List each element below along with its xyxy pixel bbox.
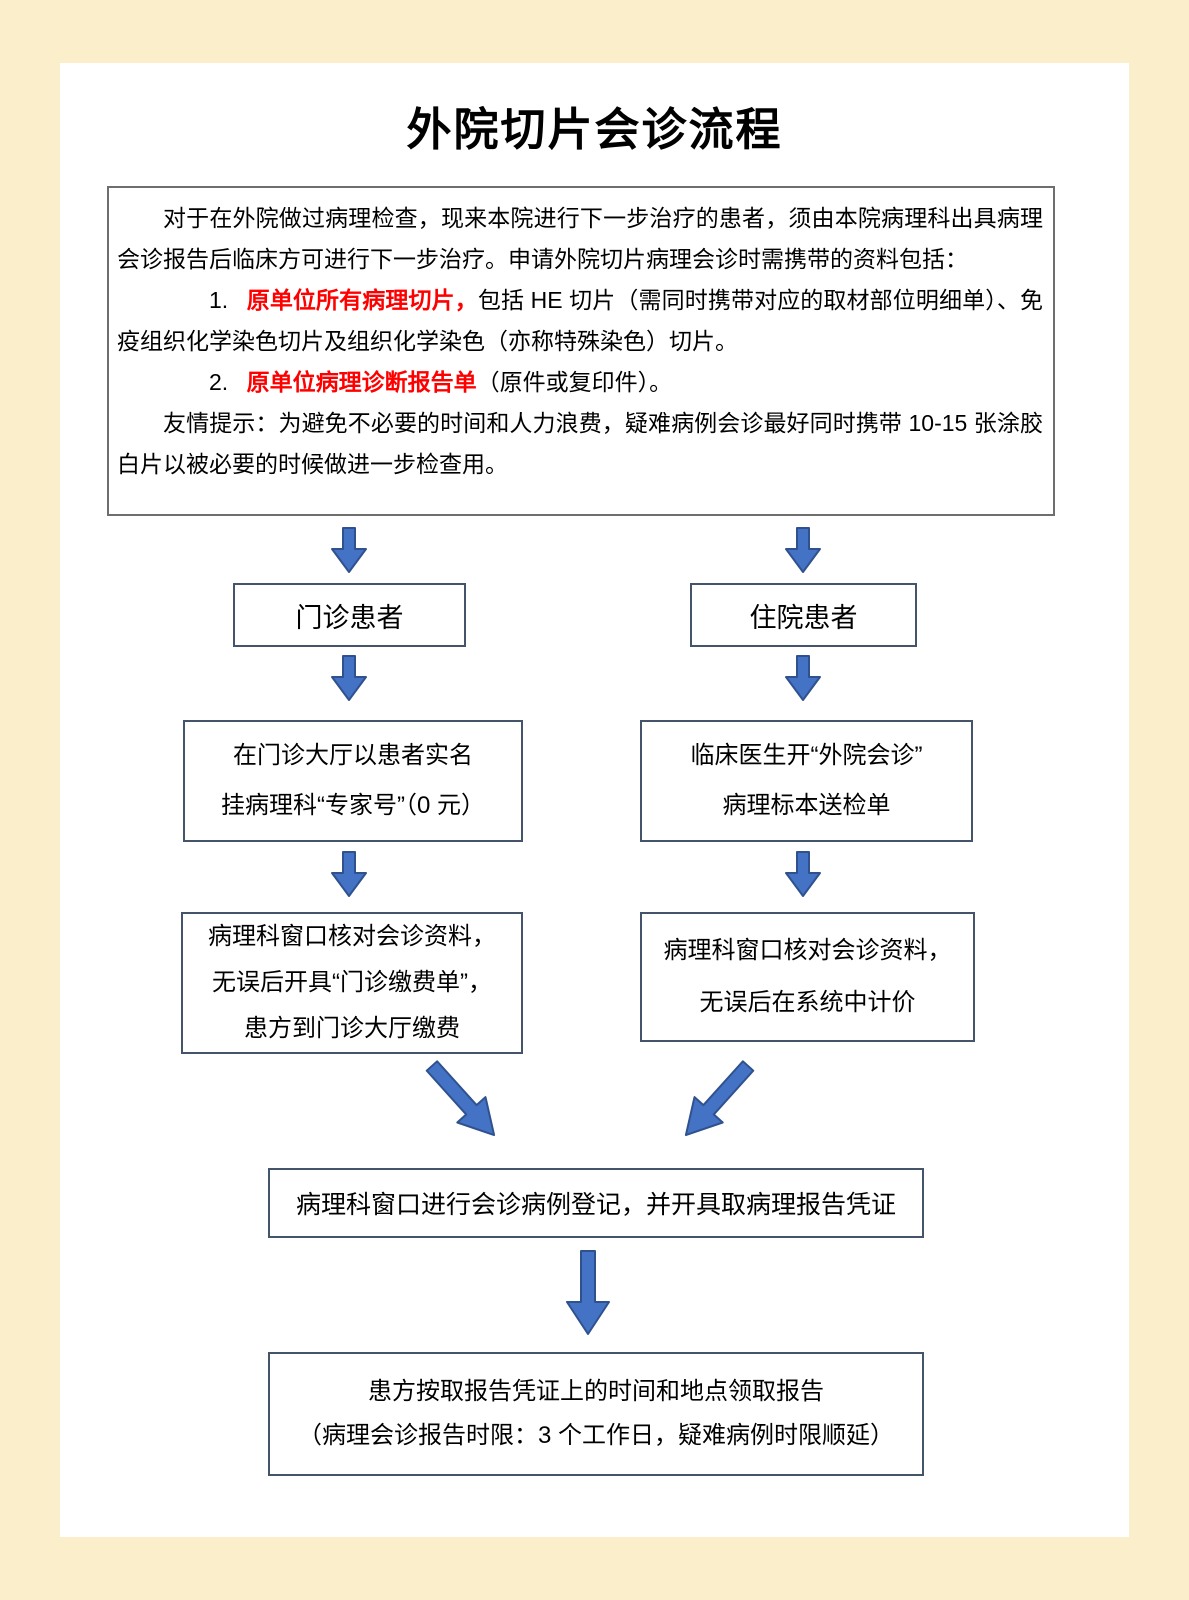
- notice-tip: 友情提示：为避免不必要的时间和人力浪费，疑难病例会诊最好同时携带 10-15 张…: [117, 410, 1043, 477]
- result-line1: 患方按取报告凭证上的时间和地点领取报告: [368, 1378, 824, 1405]
- down-arrow-icon: [331, 655, 367, 701]
- flow-box-inpatient-step1: 临床医生开“外院会诊” 病理标本送检单: [640, 720, 973, 842]
- notice-item-1: 1. 原单位所有病理切片，包括 HE 切片（需同时携带对应的取材部位明细单）、免疫…: [117, 280, 1043, 362]
- down-arrow-icon: [566, 1250, 610, 1335]
- outpatient-step2-line2: 无误后开具“门诊缴费单”，: [212, 969, 492, 996]
- inpatient-entry-label: 住院患者: [749, 602, 858, 633]
- inpatient-step1-line2: 病理标本送检单: [722, 792, 891, 819]
- item-1-number: 1.: [209, 287, 229, 313]
- flow-box-outpatient-step2: 病理科窗口核对会诊资料， 无误后开具“门诊缴费单”， 患方到门诊大厅缴费: [181, 912, 523, 1054]
- item-2-highlight: 原单位病理诊断报告单: [246, 369, 477, 395]
- down-arrow-icon: [785, 851, 821, 897]
- flow-box-outpatient-entry: 门诊患者: [233, 583, 466, 647]
- outpatient-step2-line1: 病理科窗口核对会诊资料，: [208, 923, 496, 950]
- inpatient-step2-line2: 无误后在系统中计价: [699, 989, 916, 1016]
- inpatient-step2-line1: 病理科窗口核对会诊资料，: [663, 937, 952, 964]
- outpatient-step1-line2: 挂病理科“专家号”（0 元）: [221, 792, 485, 819]
- flow-box-inpatient-entry: 住院患者: [690, 583, 917, 647]
- outpatient-entry-label: 门诊患者: [295, 602, 404, 633]
- diagonal-arrow-down-left-icon: [670, 1052, 763, 1149]
- content-panel: 外院切片会诊流程 对于在外院做过病理检查，现来本院进行下一步治疗的患者，须由本院…: [60, 63, 1129, 1537]
- flow-box-result: 患方按取报告凭证上的时间和地点领取报告 （病理会诊报告时限：3 个工作日，疑难病…: [268, 1352, 924, 1476]
- item-2-number: 2.: [209, 369, 229, 395]
- down-arrow-icon: [785, 655, 821, 701]
- item-2-rest: （原件或复印件）。: [476, 369, 673, 395]
- down-arrow-icon: [331, 527, 367, 573]
- register-label: 病理科窗口进行会诊病例登记，并开具取病理报告凭证: [295, 1191, 896, 1219]
- outpatient-step1-line1: 在门诊大厅以患者实名: [233, 742, 473, 769]
- inpatient-step1-line1: 临床医生开“外院会诊”: [690, 742, 923, 769]
- item-1-rest: 包括 HE 切片（需同时携带对应的取材部位明细单）、免疫组织化学染色切片及组织化…: [117, 287, 1044, 354]
- diagonal-arrow-down-right-icon: [416, 1052, 509, 1149]
- page-title: 外院切片会诊流程: [406, 104, 783, 155]
- flow-box-outpatient-step1: 在门诊大厅以患者实名 挂病理科“专家号”（0 元）: [183, 720, 523, 842]
- notice-box: 对于在外院做过病理检查，现来本院进行下一步治疗的患者，须由本院病理科出具病理会诊…: [107, 186, 1055, 516]
- notice-item-2: 2. 原单位病理诊断报告单（原件或复印件）。: [117, 362, 1043, 403]
- result-line2: （病理会诊报告时限：3 个工作日，疑难病例时限顺延）: [297, 1422, 894, 1449]
- flow-box-inpatient-step2: 病理科窗口核对会诊资料， 无误后在系统中计价: [640, 912, 975, 1042]
- item-1-highlight: 原单位所有病理切片，: [246, 287, 478, 313]
- flow-box-register: 病理科窗口进行会诊病例登记，并开具取病理报告凭证: [268, 1168, 924, 1238]
- down-arrow-icon: [331, 851, 367, 897]
- notice-intro: 对于在外院做过病理检查，现来本院进行下一步治疗的患者，须由本院病理科出具病理会诊…: [117, 205, 1043, 272]
- down-arrow-icon: [785, 527, 821, 573]
- outpatient-step2-line3: 患方到门诊大厅缴费: [244, 1015, 460, 1042]
